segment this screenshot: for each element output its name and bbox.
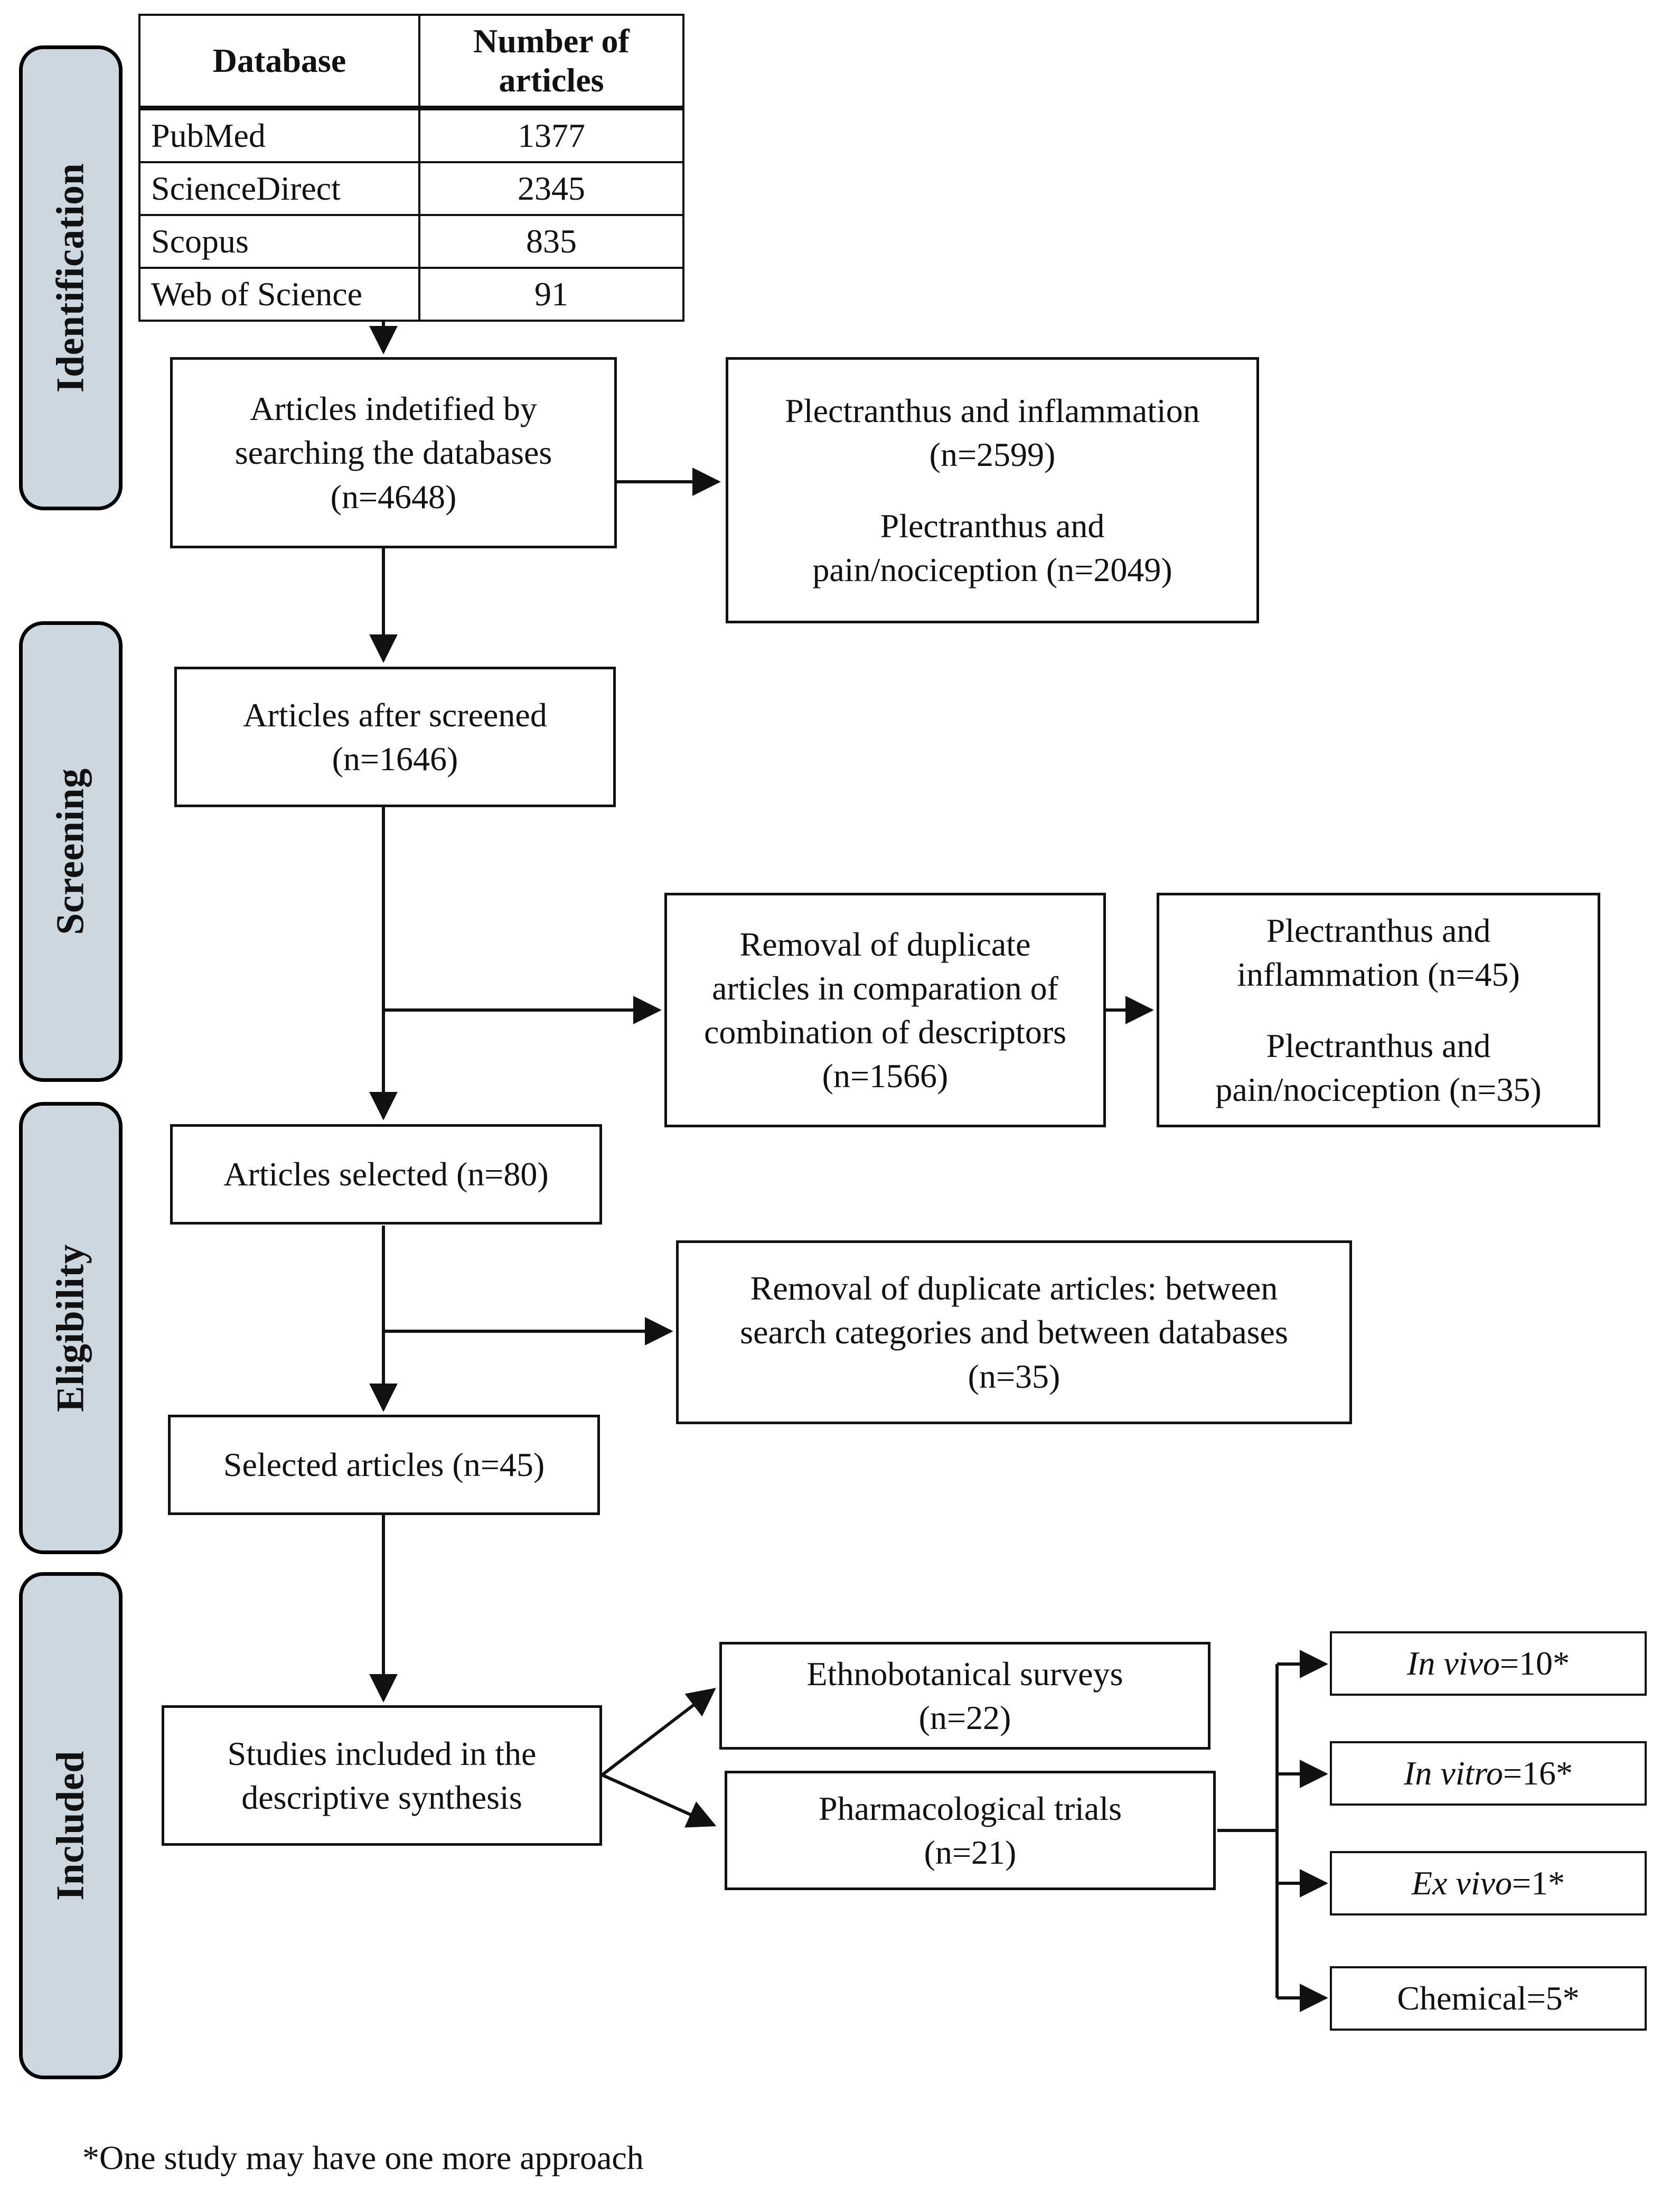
articles-selected-line-1: Articles selected (n=80) xyxy=(223,1155,549,1193)
phase-label-screening: Screening xyxy=(49,768,92,935)
box-articles-identified: Articles indetified by searching the dat… xyxy=(170,357,617,548)
identified-line-2: searching the databases xyxy=(234,434,552,472)
ex-vivo-label: Ex vivo xyxy=(1411,1864,1512,1902)
searchterms-line-3: Plectranthus and xyxy=(880,507,1105,545)
phase-label-included: Included xyxy=(49,1751,92,1901)
screened-line-1: Articles after screened xyxy=(243,696,547,734)
in-vivo-label: In vivo xyxy=(1407,1644,1500,1683)
ethno-line-2: (n=22) xyxy=(918,1699,1011,1736)
selected-articles-line-1: Selected articles (n=45) xyxy=(223,1446,545,1484)
searchterms2-line-1: Plectranthus and xyxy=(1266,911,1491,949)
box-articles-after-screened: Articles after screened (n=1646) xyxy=(174,667,616,807)
database-source-table: Database Number of articles PubMed 1377 … xyxy=(138,14,684,322)
phase-rail-identification: Identification xyxy=(19,45,123,510)
cell-database: Scopus xyxy=(138,214,420,269)
dupcat-line-1: Removal of duplicate articles: between xyxy=(750,1269,1278,1307)
dupdesc-line-1: Removal of duplicate xyxy=(739,925,1031,963)
paragraph-gap xyxy=(736,476,1249,504)
box-pharmacological-trials: Pharmacological trials (n=21) xyxy=(725,1771,1216,1890)
ethno-line-1: Ethnobotanical surveys xyxy=(806,1655,1123,1693)
table-row: Web of Science 91 xyxy=(138,267,684,322)
box-selected-articles: Selected articles (n=45) xyxy=(168,1415,600,1515)
box-search-terms-after-dedup: Plectranthus and inflammation (n=45) Ple… xyxy=(1157,893,1600,1127)
dupcat-line-3: (n=35) xyxy=(968,1357,1060,1395)
box-removal-duplicates-descriptors: Removal of duplicate articles in compara… xyxy=(664,893,1106,1127)
studies-line-1: Studies included in the xyxy=(227,1734,537,1772)
phase-rail-included: Included xyxy=(19,1572,123,2079)
dupcat-line-2: search categories and between databases xyxy=(740,1313,1288,1351)
searchterms2-line-2: inflammation (n=45) xyxy=(1237,955,1520,993)
box-ethnobotanical-surveys: Ethnobotanical surveys (n=22) xyxy=(719,1642,1210,1750)
ex-vivo-value: =1* xyxy=(1512,1864,1565,1902)
box-articles-selected: Articles selected (n=80) xyxy=(170,1124,602,1225)
cell-count: 1377 xyxy=(418,107,684,163)
dupdesc-line-3: combination of descriptors xyxy=(703,1013,1067,1051)
box-chemical: Chemical=5* xyxy=(1330,1966,1647,2031)
connector-studies-to-ethnobotanical xyxy=(601,1688,716,1777)
table-header-row: Database Number of articles xyxy=(138,14,684,110)
table-row: ScienceDirect 2345 xyxy=(138,161,684,216)
box-in-vivo: In vivo=10* xyxy=(1330,1631,1647,1696)
cell-count: 91 xyxy=(418,267,684,322)
identified-line-3: (n=4648) xyxy=(330,478,457,516)
box-search-terms-initial: Plectranthus and inflammation (n=2599) P… xyxy=(726,357,1259,623)
phase-label-eligibility: Eligibility xyxy=(49,1244,92,1413)
table-row: Scopus 835 xyxy=(138,214,684,269)
searchterms2-line-4: pain/nociception (n=35) xyxy=(1215,1071,1542,1109)
in-vitro-value: =16* xyxy=(1503,1754,1573,1792)
identified-line-1: Articles indetified by xyxy=(250,390,537,428)
cell-database: Web of Science xyxy=(138,267,420,322)
in-vitro-label: In vitro xyxy=(1404,1754,1503,1792)
searchterms-line-1: Plectranthus and inflammation xyxy=(785,391,1200,429)
phase-rail-screening: Screening xyxy=(19,621,123,1082)
searchterms-line-4: pain/nociception (n=2049) xyxy=(812,551,1172,589)
pharma-line-2: (n=21) xyxy=(924,1834,1017,1871)
column-header-database: Database xyxy=(138,14,420,110)
pharma-line-1: Pharmacological trials xyxy=(818,1789,1122,1827)
searchterms2-line-3: Plectranthus and xyxy=(1266,1027,1491,1064)
phase-label-identification: Identification xyxy=(49,163,92,393)
cell-database: ScienceDirect xyxy=(138,161,420,216)
box-removal-duplicates-categories: Removal of duplicate articles: between s… xyxy=(676,1240,1352,1424)
dupdesc-line-4: (n=1566) xyxy=(822,1057,949,1095)
in-vivo-value: =10* xyxy=(1499,1644,1570,1683)
cell-count: 835 xyxy=(418,214,684,269)
chemical-label: Chemical xyxy=(1397,1979,1527,2017)
searchterms-line-2: (n=2599) xyxy=(929,435,1056,473)
phase-rail-eligibility: Eligibility xyxy=(19,1102,123,1554)
column-header-count: Number of articles xyxy=(418,14,684,110)
cell-database: PubMed xyxy=(138,107,420,163)
connector-studies-to-pharmacological xyxy=(601,1773,717,1828)
table-row: PubMed 1377 xyxy=(138,107,684,163)
footnote-text: *One study may have one more approach xyxy=(82,2139,644,2176)
screened-line-2: (n=1646) xyxy=(332,740,458,778)
cell-count: 2345 xyxy=(418,161,684,216)
box-ex-vivo: Ex vivo=1* xyxy=(1330,1851,1647,1915)
chemical-value: =5* xyxy=(1526,1979,1580,2017)
box-in-vitro: In vitro=16* xyxy=(1330,1741,1647,1806)
paragraph-gap xyxy=(1167,996,1590,1024)
dupdesc-line-2: articles in comparation of xyxy=(712,969,1058,1007)
studies-line-2: descriptive synthesis xyxy=(241,1779,522,1816)
box-studies-included: Studies included in the descriptive synt… xyxy=(162,1705,602,1846)
